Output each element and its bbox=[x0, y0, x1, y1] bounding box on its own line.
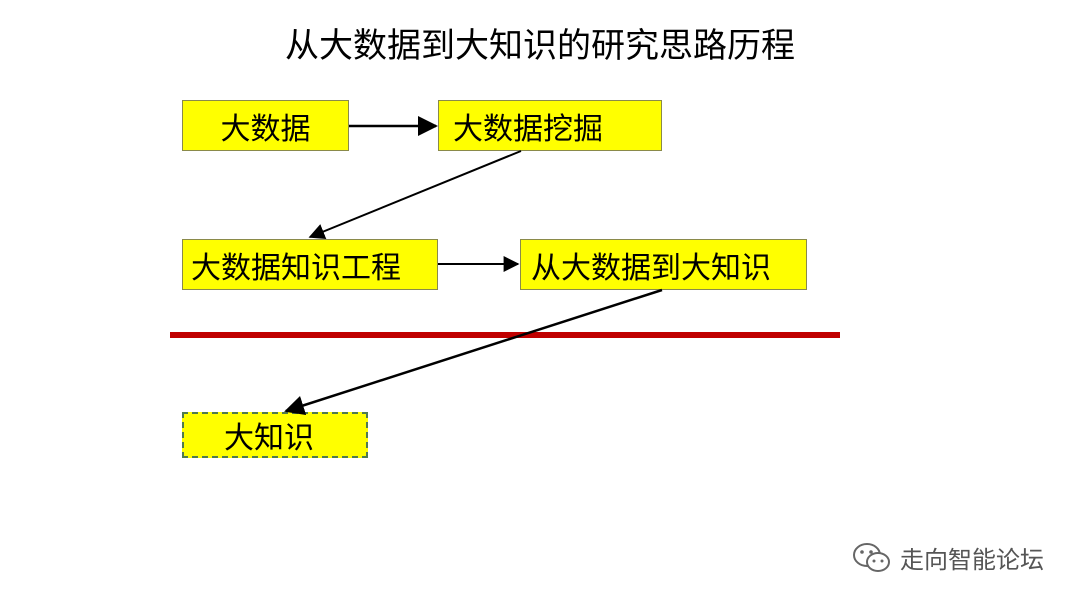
watermark: 走向智能论坛 bbox=[852, 540, 1044, 575]
watermark-text: 走向智能论坛 bbox=[900, 546, 1044, 574]
node-from-big-data-to-big-knowledge: 从大数据到大知识 bbox=[520, 239, 807, 290]
node-big-knowledge: 大知识 bbox=[182, 412, 368, 458]
wechat-icon bbox=[853, 542, 890, 572]
divider-line bbox=[170, 332, 840, 338]
node-big-data-mining: 大数据挖掘 bbox=[438, 100, 662, 151]
node-big-data: 大数据 bbox=[182, 100, 349, 151]
node-big-data-knowledge-engineering: 大数据知识工程 bbox=[182, 239, 438, 290]
page-title: 从大数据到大知识的研究思路历程 bbox=[285, 26, 795, 66]
arrow-mining-to-knowledge-engineering bbox=[308, 150, 522, 239]
arrow-to-big-knowledge bbox=[284, 288, 663, 416]
